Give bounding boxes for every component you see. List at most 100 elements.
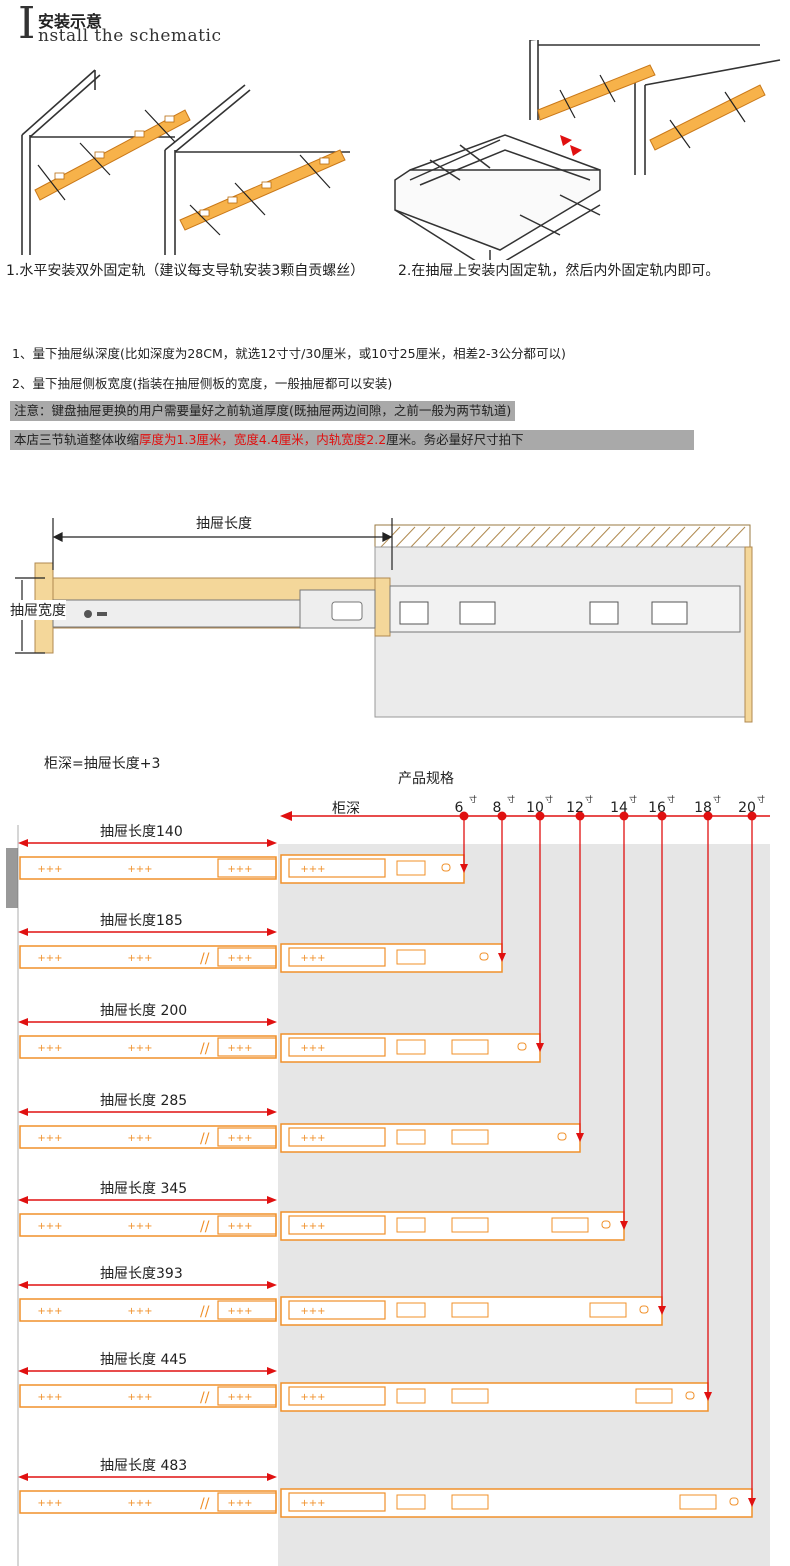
length-arrow-head-left: [18, 1108, 28, 1116]
break-mark: //: [200, 1496, 210, 1512]
header-initial: I: [18, 0, 36, 49]
drawer-length-row-label: 抽屉长度185: [100, 913, 183, 929]
screw-mark: +++: [227, 1043, 252, 1054]
size-label-8: 8: [493, 800, 502, 816]
size-dot: [459, 811, 469, 821]
slider-mark: +++: [300, 1221, 325, 1232]
depth-axis-arrow: [280, 811, 292, 821]
rail-slot: [396, 1129, 426, 1145]
size-unit: 寸: [545, 794, 553, 804]
rail-slot: [451, 1302, 489, 1318]
screw-mark: +++: [227, 1392, 252, 1403]
length-arrow-head-right: [267, 1108, 277, 1116]
size-dot: [497, 811, 507, 821]
size-dot: [657, 811, 667, 821]
cabinet-rail: [280, 1296, 663, 1326]
screw-mark: +++: [227, 953, 252, 964]
rail-slot: [396, 1217, 426, 1233]
spec-row: +++ +++ +++ // +++: [18, 820, 544, 1063]
size-dot: [703, 811, 713, 821]
break-mark: //: [200, 1219, 210, 1235]
header-title-en: nstall the schematic: [38, 26, 222, 46]
slider-mark: +++: [300, 1306, 325, 1317]
screw-mark: +++: [127, 1043, 152, 1054]
spec-row: +++ +++ +++ // +++: [18, 820, 666, 1326]
rail-slot: [396, 1388, 426, 1404]
arrow-markers: [560, 135, 582, 156]
screw-mark: +++: [127, 1221, 152, 1232]
size-unit: 寸: [585, 794, 593, 804]
rail-stop: [685, 1391, 695, 1400]
illustration-cabinet-left: [21, 69, 350, 255]
drawer-rail-end: [217, 947, 277, 967]
rail-left-a: [34, 109, 191, 201]
spec-row: +++ +++ +++ // +++: [18, 820, 584, 1153]
size-unit: 寸: [629, 794, 637, 804]
cabinet-rail: [280, 1033, 541, 1063]
install-illustrations: [21, 40, 781, 260]
size-drop-arrow: [576, 1133, 584, 1142]
rail-stop: [639, 1305, 649, 1314]
rail-slot: [679, 1494, 717, 1510]
screw-mark: +++: [227, 1498, 252, 1509]
screw-mark: +++: [127, 953, 152, 964]
screw-mark: +++: [227, 1306, 252, 1317]
dimension-lines: [15, 518, 393, 654]
length-arrow-head-left: [18, 1018, 28, 1026]
length-arrow-head-right: [267, 1018, 277, 1026]
length-arrow-head-left: [18, 1196, 28, 1204]
rail-stop: [479, 952, 489, 961]
screw-mark: +++: [37, 1306, 62, 1317]
cabinet-rail: [280, 1488, 753, 1518]
length-arrow-head-right: [267, 839, 277, 847]
drawer-length-row-label: 抽屉长度140: [100, 824, 183, 840]
slider-mark: +++: [300, 953, 325, 964]
spec-row: +++ +++ +++ // +++: [18, 820, 712, 1412]
break-mark: //: [200, 1041, 210, 1057]
drawer-rail-end: [217, 1037, 277, 1057]
illustration-cabinet-right: [529, 40, 781, 175]
cabinet-rail-slider: [288, 1300, 386, 1320]
screw-mark: +++: [37, 1392, 62, 1403]
length-arrow-head-right: [267, 1196, 277, 1204]
note-1: 1、量下抽屉纵深度(比如深度为28CM，就选12寸寸/30厘米，或10寸25厘米…: [12, 346, 566, 361]
rail-slot: [451, 1494, 489, 1510]
length-arrow-head-left: [18, 928, 28, 936]
measure-diagram: [15, 518, 753, 723]
drawer-rail-end: [217, 1492, 277, 1512]
shop-line-prefix: 本店三节轨道整体收缩: [14, 432, 140, 447]
rail-slot: [396, 949, 426, 965]
screw-mark: +++: [227, 1133, 252, 1144]
rail-stop: [517, 1042, 527, 1051]
illustration-drawer: [394, 134, 601, 260]
slider-mark: +++: [300, 1133, 325, 1144]
rail-left-b: [179, 149, 346, 236]
drawer-rail-end: [217, 1300, 277, 1320]
spec-row: +++ +++ +++ // +++: [18, 820, 756, 1518]
rail-slot: [396, 1494, 426, 1510]
cabinet-rail-slider: [288, 947, 386, 967]
screw-mark: +++: [127, 1392, 152, 1403]
drawer-length-row-label: 抽屉长度 285: [100, 1093, 188, 1109]
length-arrow-head-right: [267, 1281, 277, 1289]
screw-mark: +++: [127, 864, 152, 875]
length-arrow-head-left: [18, 1367, 28, 1375]
step-2-caption: 2.在抽屉上安装内固定轨，然后内外固定轨内即可。: [398, 263, 720, 279]
cabinet-rail: [280, 1382, 709, 1412]
cabinet-rail: [280, 1123, 581, 1153]
slider-mark: +++: [300, 1498, 325, 1509]
cabinet-rail: [280, 943, 503, 973]
size-drop-arrow: [748, 1498, 756, 1507]
size-drop-arrow: [620, 1221, 628, 1230]
screw-mark: +++: [37, 1221, 62, 1232]
step-1-caption: 1.水平安装双外固定轨（建议每支导轨安装3颗自贡螺丝）: [6, 263, 365, 279]
screw-mark: +++: [37, 953, 62, 964]
rail-stop: [557, 1132, 567, 1141]
size-unit: 寸: [757, 794, 765, 804]
note-2: 2、量下抽屉侧板宽度(指装在抽屉侧板的宽度，一般抽屉都可以安装): [12, 376, 393, 391]
size-drop-arrow: [704, 1392, 712, 1401]
size-drop-arrow: [658, 1306, 666, 1315]
break-mark: //: [200, 1390, 210, 1406]
rail-stop: [441, 863, 451, 872]
